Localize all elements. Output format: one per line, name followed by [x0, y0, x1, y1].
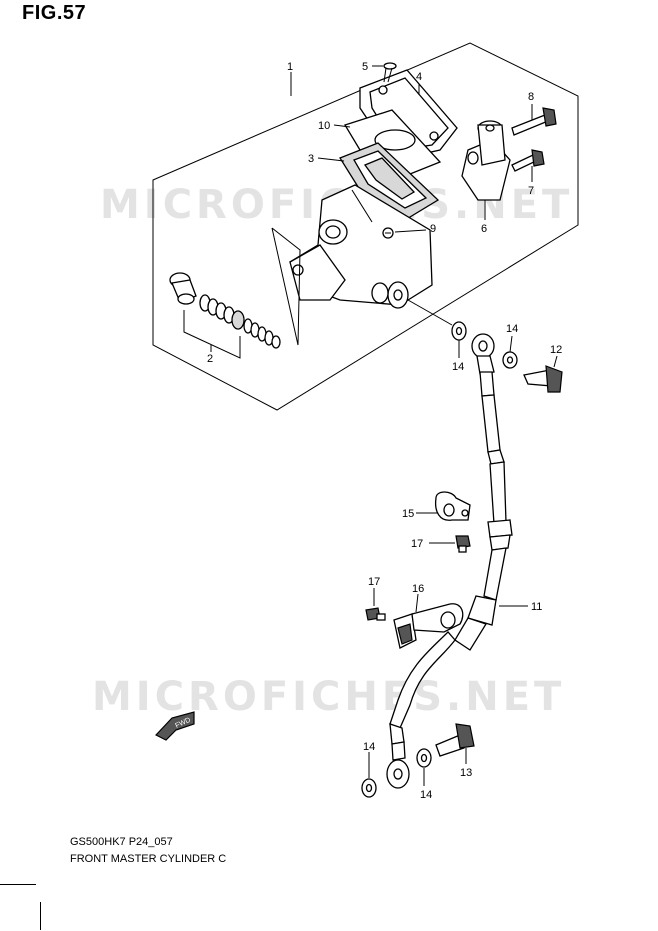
callout-5: 5 [362, 61, 368, 73]
callout-14b: 14 [506, 323, 518, 335]
assembly-outline [152, 42, 579, 411]
callout-14a: 14 [452, 361, 464, 373]
callout-4: 4 [416, 71, 422, 83]
callout-8: 8 [528, 91, 534, 103]
callout-12: 12 [550, 344, 562, 356]
callout-7: 7 [528, 185, 534, 197]
callout-3: 3 [308, 153, 314, 165]
callout-1: 1 [287, 61, 293, 73]
figure-title: FIG.57 [22, 2, 87, 24]
banjo-bolt-lower [435, 723, 475, 757]
banjo-fitting-lower [386, 759, 410, 789]
washer-upper-right [502, 351, 518, 369]
washer-lower-right [416, 748, 432, 768]
piston-kit [169, 272, 281, 349]
callout-17a: 17 [411, 538, 423, 550]
clamp-bolt-lower [511, 149, 545, 172]
leader-9 [394, 229, 427, 233]
master-cylinder-body [289, 184, 433, 309]
callout-13: 13 [460, 767, 472, 779]
guide-bolt-lower [365, 607, 386, 621]
callout-14c: 14 [363, 741, 375, 753]
callout-9: 9 [430, 223, 436, 235]
leader-2 [183, 310, 241, 359]
diaphragm [339, 142, 440, 221]
leader-16 [415, 593, 419, 613]
leader-12 [553, 355, 558, 368]
connector-upper [407, 299, 453, 326]
handlebar-clamp [461, 120, 511, 201]
callout-15: 15 [402, 508, 414, 520]
brake-hose [389, 371, 513, 761]
cap-screw [383, 62, 397, 83]
callout-10: 10 [318, 120, 330, 132]
forward-arrow-icon [155, 711, 195, 741]
banjo-bolt-upper [523, 365, 563, 393]
model-code: GS500HK7 P24_057 [70, 836, 173, 848]
diaphragm-plate [344, 109, 442, 179]
leader-3 [317, 157, 345, 162]
banjo-fitting-upper [471, 333, 495, 375]
callout-11: 11 [531, 601, 542, 613]
hose-guide [434, 491, 471, 521]
piston-guide [271, 227, 301, 346]
watermark-bottom: MICROFICHES.NET [92, 674, 566, 720]
body-screw [382, 227, 394, 239]
corner-mark [0, 884, 36, 931]
guide-bolt-upper [455, 535, 471, 553]
callout-17b: 17 [368, 576, 380, 588]
clamp-bolt-upper [511, 107, 557, 136]
washer-upper-left [451, 321, 467, 341]
callout-16: 16 [412, 583, 424, 595]
callout-6: 6 [481, 223, 487, 235]
assembly-name: FRONT MASTER CYLINDER C [70, 853, 227, 865]
leader-10 [333, 124, 351, 128]
callout-14d: 14 [420, 789, 432, 801]
leader-14b [509, 335, 513, 353]
corner-mark-vertical [40, 902, 41, 930]
washer-lower-left [361, 778, 377, 798]
callout-2: 2 [207, 353, 213, 365]
hose-clamp [393, 603, 464, 649]
